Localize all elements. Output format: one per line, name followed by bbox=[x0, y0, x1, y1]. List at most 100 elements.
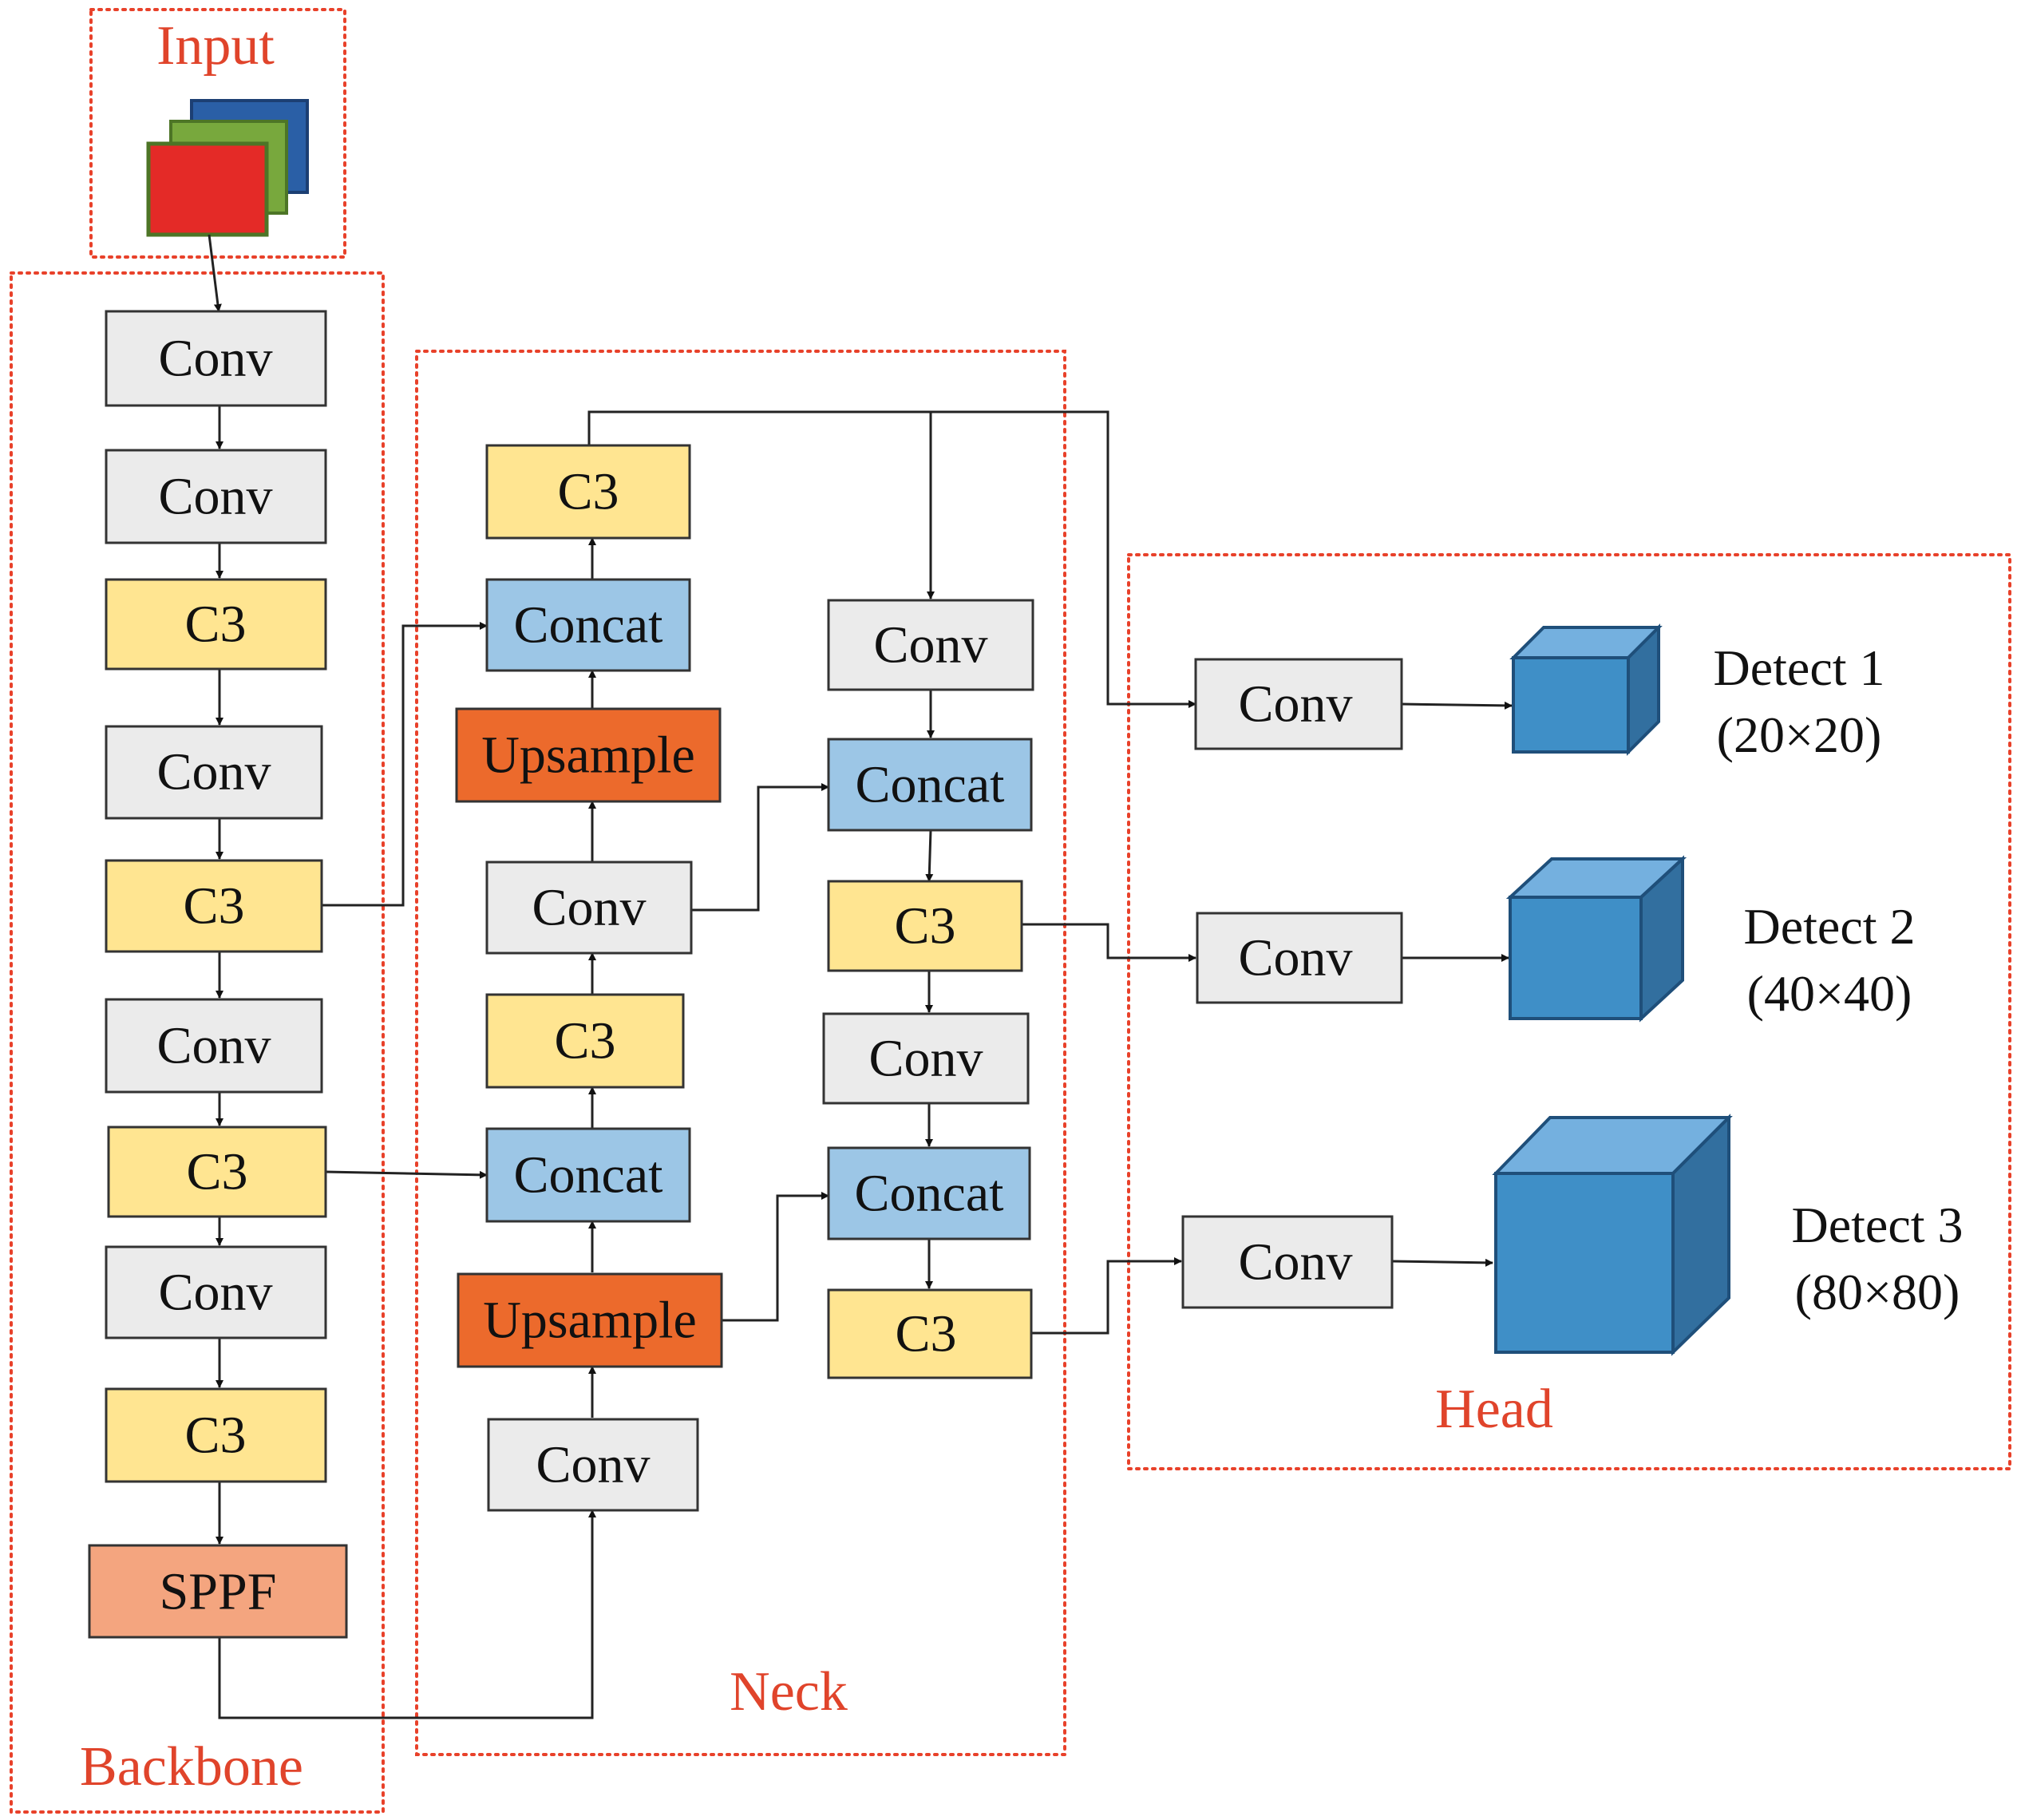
region-frames: Input Backbone Neck Head bbox=[10, 8, 2011, 1814]
block-box bbox=[455, 707, 722, 803]
block-label: C3 bbox=[557, 463, 619, 521]
arrow-sppf-to-neck-conv bbox=[218, 1509, 596, 1719]
block-box bbox=[485, 444, 691, 540]
block-box bbox=[827, 1288, 1033, 1379]
block-label: C3 bbox=[183, 877, 244, 936]
arrow-top-c3-to-head-conv1 bbox=[931, 410, 1196, 708]
block-label: Upsample bbox=[483, 1292, 697, 1350]
block-label: Conv bbox=[158, 1264, 272, 1322]
arrow-bb-c3-to-concat-lower bbox=[325, 1170, 488, 1179]
block-label: Conv bbox=[868, 1030, 983, 1088]
neck-block-c3-middle[interactable]: C3 bbox=[485, 993, 685, 1089]
arrow-nr-concat1-to-c3 bbox=[925, 829, 934, 882]
backbone-block-conv-4[interactable]: Conv bbox=[105, 998, 323, 1094]
block-box bbox=[485, 861, 693, 955]
block-box bbox=[822, 1012, 1030, 1105]
arrow-bb-c3-to-concat-upper bbox=[321, 622, 488, 907]
block-label: C3 bbox=[186, 1143, 247, 1201]
block-box bbox=[105, 449, 327, 544]
block-box bbox=[105, 1387, 327, 1483]
backbone-blocks: Conv Conv C3 Conv C3 Conv C3 Conv bbox=[88, 310, 348, 1639]
arrow-nr-c3-to-head-conv2 bbox=[1022, 923, 1196, 962]
neck-region-title: Neck bbox=[730, 1661, 848, 1723]
block-label: Concat bbox=[514, 1146, 663, 1205]
block-box bbox=[485, 578, 691, 672]
block-box bbox=[107, 1126, 327, 1218]
block-box bbox=[485, 993, 685, 1089]
neck-block-conv-upper[interactable]: Conv bbox=[485, 861, 693, 955]
block-box bbox=[827, 738, 1033, 832]
backbone-block-c3-4[interactable]: C3 bbox=[105, 1387, 327, 1483]
arrow-nl-conv-to-nr-concat1 bbox=[691, 783, 829, 912]
head-block-conv-1[interactable]: Conv bbox=[1194, 658, 1403, 750]
block-box bbox=[1194, 658, 1403, 750]
block-box bbox=[105, 998, 323, 1094]
neck-right-column: Conv Concat C3 Conv Concat C3 bbox=[822, 599, 1034, 1379]
neck-block-conv-right-top[interactable]: Conv bbox=[827, 599, 1034, 691]
neck-block-concat-lower[interactable]: Concat bbox=[485, 1127, 691, 1223]
cube-front-face bbox=[1509, 896, 1643, 1020]
backbone-block-conv-5[interactable]: Conv bbox=[105, 1245, 327, 1339]
block-box bbox=[1196, 912, 1403, 1004]
block-label: Conv bbox=[158, 330, 272, 388]
backbone-region-title: Backbone bbox=[80, 1736, 303, 1798]
backbone-block-conv-2[interactable]: Conv bbox=[105, 449, 327, 544]
detect-2-size: (40×40) bbox=[1747, 965, 1912, 1022]
detect-1-title: Detect 1 bbox=[1714, 639, 1885, 696]
block-box bbox=[105, 859, 323, 953]
block-box bbox=[827, 880, 1023, 972]
neck-block-concat-upper[interactable]: Concat bbox=[485, 578, 691, 672]
neck-block-concat-right-lower[interactable]: Concat bbox=[827, 1146, 1031, 1240]
block-label: Conv bbox=[156, 743, 271, 801]
cube-front-face bbox=[1494, 1172, 1675, 1354]
block-box bbox=[88, 1544, 348, 1639]
input-red-channel bbox=[146, 141, 269, 237]
block-label: Conv bbox=[532, 879, 646, 937]
block-label: C3 bbox=[895, 1305, 956, 1363]
block-label: Conv bbox=[158, 468, 272, 526]
backbone-block-conv-1[interactable]: Conv bbox=[105, 310, 327, 407]
input-image-stack-icon bbox=[146, 99, 309, 237]
block-box bbox=[105, 578, 327, 671]
block-box bbox=[827, 1146, 1031, 1240]
block-label: Concat bbox=[856, 756, 1005, 814]
neck-block-c3-right-upper[interactable]: C3 bbox=[827, 880, 1023, 972]
neck-block-conv-bottom[interactable]: Conv bbox=[487, 1418, 699, 1512]
arrow-input-to-conv1 bbox=[208, 234, 222, 312]
neck-block-upsample-lower[interactable]: Upsample bbox=[457, 1272, 723, 1368]
neck-block-upsample-upper[interactable]: Upsample bbox=[455, 707, 722, 803]
connections bbox=[208, 234, 1513, 1719]
block-box bbox=[105, 725, 323, 820]
arrow-top-c3-to-nr-conv bbox=[587, 410, 935, 599]
neck-block-c3-top[interactable]: C3 bbox=[485, 444, 691, 540]
head-block-conv-2[interactable]: Conv bbox=[1196, 912, 1403, 1004]
neck-region-frame bbox=[415, 350, 1066, 1756]
backbone-block-c3-3[interactable]: C3 bbox=[107, 1126, 327, 1218]
block-label: C3 bbox=[184, 595, 246, 654]
backbone-block-c3-1[interactable]: C3 bbox=[105, 578, 327, 671]
block-label: Concat bbox=[514, 596, 663, 655]
neck-block-conv-right-middle[interactable]: Conv bbox=[822, 1012, 1030, 1105]
head-blocks: Conv Conv Conv Detect 1 (20×20) Detect 2… bbox=[1181, 623, 1964, 1356]
block-box bbox=[105, 1245, 327, 1339]
neck-left-column: C3 Concat Upsample Conv C3 Concat Upsamp… bbox=[455, 444, 723, 1512]
neck-block-concat-right-upper[interactable]: Concat bbox=[827, 738, 1033, 832]
block-label: Conv bbox=[1238, 1233, 1352, 1292]
backbone-block-sppf[interactable]: SPPF bbox=[88, 1544, 348, 1639]
head-block-conv-3[interactable]: Conv bbox=[1181, 1215, 1394, 1309]
detect-3-cube-icon bbox=[1492, 1114, 1733, 1356]
block-label: Conv bbox=[1238, 675, 1352, 734]
detect-3-title: Detect 3 bbox=[1792, 1197, 1964, 1253]
backbone-block-conv-3[interactable]: Conv bbox=[105, 725, 323, 820]
neck-block-c3-right-lower[interactable]: C3 bbox=[827, 1288, 1033, 1379]
arrow-nr-c3-to-head-conv3 bbox=[1031, 1257, 1182, 1335]
block-label: C3 bbox=[554, 1012, 615, 1070]
block-box bbox=[487, 1418, 699, 1512]
cube-front-face bbox=[1512, 656, 1630, 754]
block-label: SPPF bbox=[160, 1563, 277, 1621]
backbone-block-c3-2[interactable]: C3 bbox=[105, 859, 323, 953]
block-box bbox=[457, 1272, 723, 1368]
block-label: Conv bbox=[156, 1017, 271, 1075]
detect-2-cube-icon bbox=[1505, 855, 1687, 1023]
